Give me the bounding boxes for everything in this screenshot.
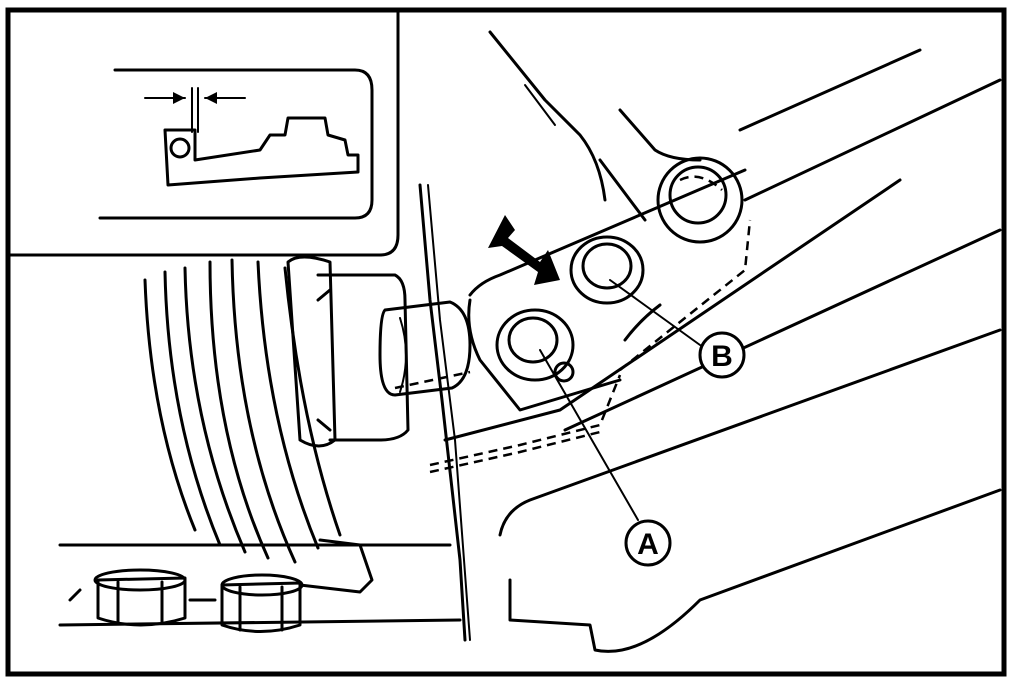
- outer-frame: [5, 7, 1007, 677]
- upper-bolt: [656, 156, 744, 244]
- pulley-assembly: [143, 255, 472, 594]
- callout-b-label: B: [711, 340, 733, 373]
- bolt-b: [569, 235, 645, 305]
- adjuster-bracket: [429, 30, 1002, 653]
- callout-b: B: [609, 279, 746, 379]
- bottom-bolts: [58, 543, 462, 633]
- callout-a: A: [539, 349, 672, 567]
- adjust-direction-arrow-icon: [488, 215, 560, 285]
- bolt-a: [495, 308, 575, 383]
- inset-detail: [8, 10, 400, 257]
- callout-a-label: A: [637, 528, 659, 561]
- drive-belt: [418, 183, 467, 642]
